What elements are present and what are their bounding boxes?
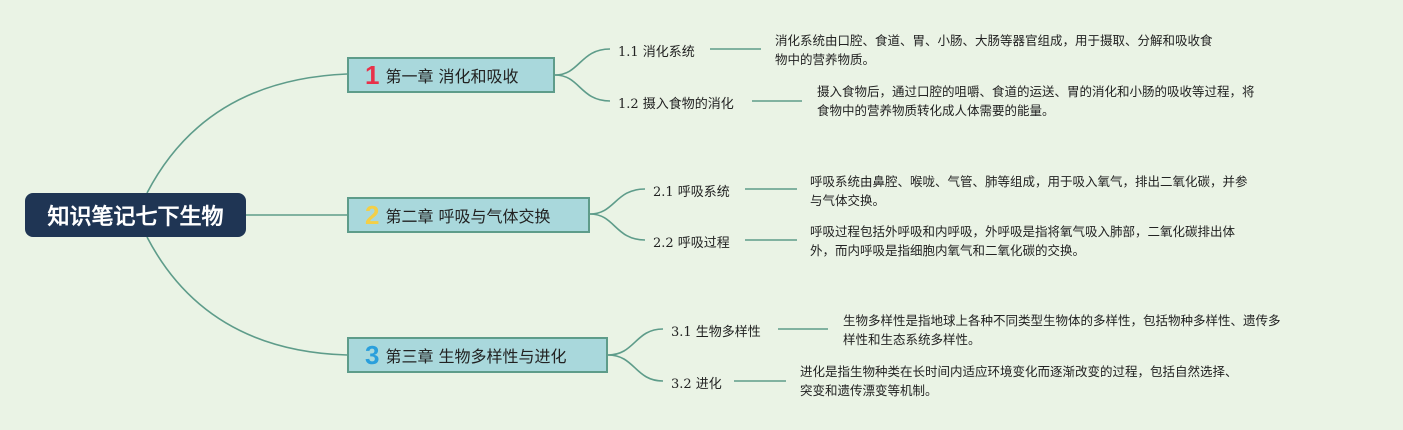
chapter-1-title: 第一章 消化和吸收 (385, 67, 519, 86)
link-chapter-1-section-1 (554, 48, 611, 76)
chapter-2-title: 第二章 呼吸与气体交换 (385, 207, 551, 226)
desc-line: 食物中的营养物质转化成人体需要的能量。 (817, 103, 1055, 118)
section-2-1-desc: 呼吸系统由鼻腔、喉咙、气管、肺等组成，用于吸入氧气，排出二氧化碳，并参 与气体交… (810, 172, 1248, 210)
section-3-1-label[interactable]: 3.1 生物多样性 (671, 325, 761, 340)
link-chapter-3-section-2 (607, 354, 664, 382)
section-1-1-label[interactable]: 1.1 消化系统 (618, 45, 695, 60)
section-2-1-label[interactable]: 2.1 呼吸系统 (653, 185, 730, 200)
chapter-3-node[interactable]: 3 第三章 生物多样性与进化 (347, 337, 608, 373)
desc-line: 进化是指生物种类在长时间内适应环境变化而逐渐改变的过程，包括自然选择、 (800, 364, 1238, 379)
desc-line: 呼吸系统由鼻腔、喉咙、气管、肺等组成，用于吸入氧气，排出二氧化碳，并参 (810, 174, 1248, 189)
section-1-1-desc: 消化系统由口腔、食道、胃、小肠、大肠等器官组成，用于摄取、分解和吸收食 物中的营… (775, 31, 1213, 69)
desc-line: 生物多样性是指地球上各种不同类型生物体的多样性，包括物种多样性、遗传多 (843, 313, 1281, 328)
desc-line: 消化系统由口腔、食道、胃、小肠、大肠等器官组成，用于摄取、分解和吸收食 (775, 33, 1213, 48)
chapter-3-title: 第三章 生物多样性与进化 (385, 347, 567, 366)
section-3-2-desc: 进化是指生物种类在长时间内适应环境变化而逐渐改变的过程，包括自然选择、 突变和遗… (800, 362, 1238, 400)
section-2-2-desc: 呼吸过程包括外呼吸和内呼吸，外呼吸是指将氧气吸入肺部，二氧化碳排出体 外，而内呼… (810, 222, 1235, 260)
chapter-3-number: 3 (365, 340, 380, 370)
chapter-1-node[interactable]: 1 第一章 消化和吸收 (347, 57, 555, 93)
link-root-chapter-3 (146, 236, 348, 356)
desc-line: 突变和遗传漂变等机制。 (800, 383, 938, 398)
link-chapter-2-section-2 (589, 213, 646, 241)
desc-line: 摄入食物后，通过口腔的咀嚼、食道的运送、胃的消化和小肠的吸收等过程，将 (817, 84, 1255, 99)
chapter-1-number: 1 (365, 60, 380, 90)
desc-line: 样性和生态系统多样性。 (843, 332, 981, 347)
link-chapter-1-section-2 (554, 74, 611, 102)
chapter-2-number: 2 (365, 200, 380, 230)
chapter-2-node[interactable]: 2 第二章 呼吸与气体交换 (347, 197, 590, 233)
section-3-1-desc: 生物多样性是指地球上各种不同类型生物体的多样性，包括物种多样性、遗传多 样性和生… (843, 311, 1281, 349)
desc-line: 与气体交换。 (810, 193, 886, 208)
root-node[interactable]: 知识笔记七下生物 (25, 193, 246, 237)
section-1-2-label[interactable]: 1.2 摄入食物的消化 (618, 97, 734, 112)
section-2-2-label[interactable]: 2.2 呼吸过程 (653, 236, 730, 251)
link-chapter-2-section-1 (589, 188, 646, 215)
desc-line: 物中的营养物质。 (775, 52, 876, 67)
desc-line: 外，而内呼吸是指细胞内氧气和二氧化碳的交换。 (810, 243, 1086, 258)
desc-line: 呼吸过程包括外呼吸和内呼吸，外呼吸是指将氧气吸入肺部，二氧化碳排出体 (810, 224, 1236, 239)
section-1-2-desc: 摄入食物后，通过口腔的咀嚼、食道的运送、胃的消化和小肠的吸收等过程，将 食物中的… (817, 82, 1255, 120)
link-root-chapter-1 (146, 73, 348, 194)
link-chapter-3-section-1 (607, 328, 664, 356)
root-title: 知识笔记七下生物 (47, 205, 224, 230)
section-3-2-label[interactable]: 3.2 进化 (671, 377, 722, 392)
